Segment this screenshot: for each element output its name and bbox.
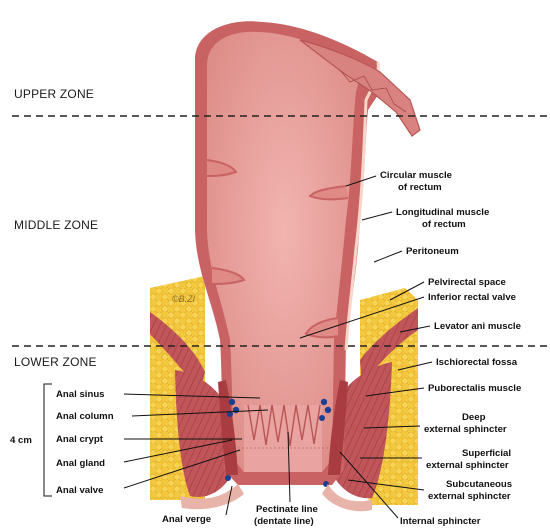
illustrator-signature: ©B.ZI <box>172 294 196 304</box>
pelvirectal-space-label: Pelvirectal space <box>428 277 506 288</box>
longitudinal-muscle-label-1: Longitudinal muscle <box>396 207 489 218</box>
circular-muscle-label-2: of rectum <box>398 182 442 193</box>
anal-column-label: Anal column <box>56 411 114 422</box>
deep-sphincter-label-1: Deep <box>462 412 486 423</box>
ischiorectal-fossa-label: Ischiorectal fossa <box>436 357 518 368</box>
pectinate-line-label-1: Pectinate line <box>256 504 318 515</box>
anal-canal <box>238 405 328 472</box>
pectinate-line-label-2: (dentate line) <box>254 516 314 527</box>
deep-sphincter-label-2: external sphincter <box>424 424 507 435</box>
anal-gland-label: Anal gland <box>56 458 105 469</box>
superficial-sphincter-label-1: Superficial <box>462 448 511 459</box>
anal-sinus-label: Anal sinus <box>56 389 105 400</box>
subcutaneous-sphincter-label-1: Subcutaneous <box>446 479 512 490</box>
length-bracket <box>44 384 52 496</box>
inferior-rectal-valve-label: Inferior rectal valve <box>428 292 516 303</box>
middle-zone-label: MIDDLE ZONE <box>14 218 98 232</box>
upper-zone-label: UPPER ZONE <box>14 87 94 101</box>
longitudinal-muscle-label-2: of rectum <box>422 219 466 230</box>
peritoneum-label: Peritoneum <box>406 246 459 257</box>
length-label: 4 cm <box>10 435 32 446</box>
lower-zone-label: LOWER ZONE <box>14 355 97 369</box>
anal-crypt-label: Anal crypt <box>56 434 104 445</box>
internal-sphincter-label: Internal sphincter <box>400 516 481 527</box>
circular-muscle-label-1: Circular muscle <box>380 170 452 181</box>
peritoneum-leader <box>374 251 402 262</box>
puborectalis-label: Puborectalis muscle <box>428 383 521 394</box>
superficial-sphincter-label-2: external sphincter <box>426 460 509 471</box>
anal-valve-label: Anal valve <box>56 485 103 496</box>
anal-verge-label: Anal verge <box>162 514 211 525</box>
levator-ani-label: Levator ani muscle <box>434 321 521 332</box>
subcutaneous-sphincter-label-2: external sphincter <box>428 491 511 502</box>
longitudinal-muscle-leader <box>362 212 392 220</box>
